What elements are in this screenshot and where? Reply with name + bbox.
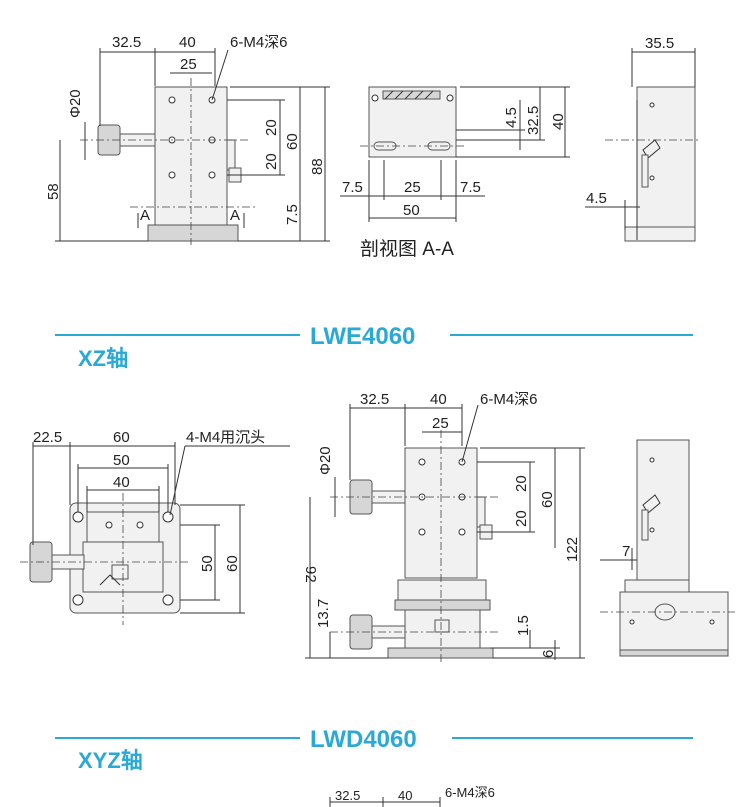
dim-20-lower: 20 [513, 510, 530, 527]
holes-label: 6-M4深6 [480, 391, 538, 408]
dim-22-5: 22.5 [33, 429, 62, 446]
dim-60: 60 [284, 133, 301, 150]
dim-20-upper: 20 [263, 119, 280, 136]
dim-40: 40 [179, 34, 196, 51]
dim-88: 88 [309, 158, 326, 175]
mid-plan-view: 22.5 60 50 40 4-M4用沉头 50 60 [20, 429, 290, 625]
dim-50-vertical: 50 [199, 555, 216, 572]
holes-label: 6-M4深6 [445, 785, 495, 800]
dim-50: 50 [403, 202, 420, 219]
dim-92: 92 [302, 566, 319, 583]
dim-7-5-right: 7.5 [460, 179, 481, 196]
section-mark-a-left: A [140, 207, 150, 224]
dim-20-lower: 20 [263, 153, 280, 170]
section-a-a-view: 4.5 32.5 40 7.5 25 7.5 50 剖视图 A-A [340, 86, 570, 260]
dim-58: 58 [45, 183, 62, 200]
dim-40: 40 [398, 788, 412, 803]
holes-countersunk-label: 4-M4用沉头 [186, 429, 265, 446]
dim-32-5: 32.5 [112, 34, 141, 51]
dim-25: 25 [404, 179, 421, 196]
axis-label-xyz: XYZ轴 [78, 748, 143, 773]
dim-7-5: 7.5 [284, 204, 301, 225]
dim-20-upper: 20 [513, 475, 530, 492]
dim-32-5: 32.5 [335, 788, 360, 803]
dim-6: 6 [540, 650, 557, 658]
dim-60: 60 [539, 491, 556, 508]
section-header-xz: LWE4060 XZ轴 [55, 323, 693, 371]
dim-60-vertical: 60 [224, 555, 241, 572]
dim-4-5: 4.5 [503, 107, 520, 128]
bottom-partial-view: 32.5 40 6-M4深6 [329, 785, 495, 807]
dim-40: 40 [113, 474, 130, 491]
dim-122: 122 [564, 537, 581, 562]
dim-40: 40 [430, 391, 447, 408]
section-caption: 剖视图 A-A [360, 238, 454, 260]
dim-40: 40 [550, 113, 567, 130]
dim-phi20: Φ20 [317, 446, 334, 475]
dim-7: 7 [622, 543, 630, 560]
dim-7-5-left: 7.5 [342, 179, 363, 196]
dim-13-7: 13.7 [315, 599, 332, 628]
dim-25: 25 [180, 56, 197, 73]
model-title-lwd4060: LWD4060 [310, 726, 417, 753]
dim-32-5: 32.5 [360, 391, 389, 408]
dim-4-5: 4.5 [586, 190, 607, 207]
dim-25: 25 [432, 415, 449, 432]
section-header-xyz: LWD4060 XYZ轴 [55, 726, 693, 773]
dim-50: 50 [113, 452, 130, 469]
model-title-lwe4060: LWE4060 [310, 323, 415, 350]
axis-label-xz: XZ轴 [78, 346, 128, 371]
dim-35-5: 35.5 [645, 35, 674, 52]
dim-60: 60 [113, 429, 130, 446]
mid-side-view: 7 [600, 439, 735, 657]
top-side-view: 35.5 4.5 [585, 35, 700, 242]
dim-32-5: 32.5 [525, 106, 542, 135]
dim-phi20: Φ20 [67, 89, 84, 118]
dim-1-5: 1.5 [515, 615, 532, 636]
top-front-view: 32.5 40 25 6-M4深6 A A Φ20 58 20 20 60 88… [45, 34, 330, 245]
mid-front-view: 32.5 40 25 6-M4深6 Φ20 92 13.7 20 20 60 1… [302, 391, 585, 665]
section-mark-a-right: A [230, 207, 240, 224]
holes-label: 6-M4深6 [230, 34, 288, 51]
